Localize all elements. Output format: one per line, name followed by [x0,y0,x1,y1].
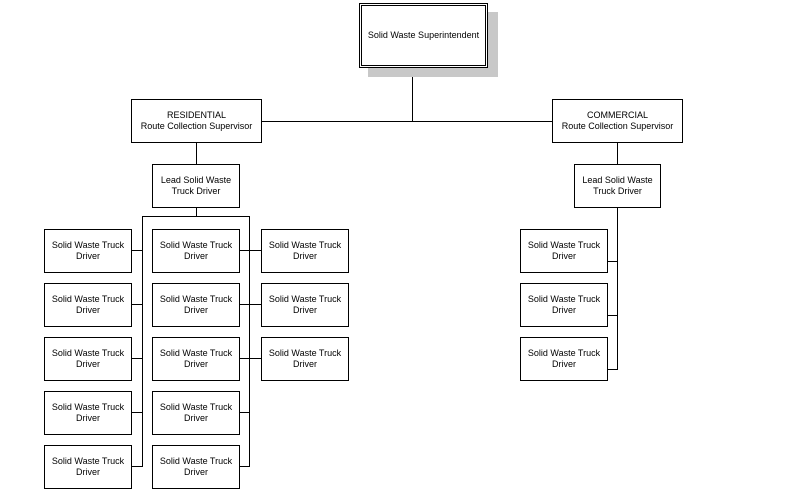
driver-label-line2: Driver [184,467,208,477]
connector-line [617,207,618,370]
connector-line [131,412,143,413]
connector-line [606,369,618,370]
driver-label-line2: Driver [552,305,576,315]
residential-supervisor-box: RESIDENTIAL Route Collection Supervisor [131,99,262,143]
driver-label-line1: Solid Waste Truck [268,294,342,304]
driver-label-line2: Driver [184,359,208,369]
driver-label-line1: Solid Waste Truck [268,348,342,358]
driver-label-line1: Solid Waste Truck [159,294,233,304]
commercial-supervisor-line2: Route Collection Supervisor [561,121,674,131]
driver-label-line1: Solid Waste Truck [527,294,601,304]
driver-label-line2: Driver [76,413,100,423]
residential-lead-line2: Truck Driver [171,186,221,196]
connector-line [239,304,261,305]
driver-label-line1: Solid Waste Truck [159,348,233,358]
driver-label-line1: Solid Waste Truck [51,240,125,250]
driver-label-line1: Solid Waste Truck [51,456,125,466]
connector-line [131,250,143,251]
connector-line [196,142,197,165]
connector-line [142,216,250,217]
connector-line [131,358,143,359]
connector-line [412,67,413,122]
residential-lead-box: Lead Solid Waste Truck Driver [152,164,240,208]
commercial-supervisor-line1: COMMERCIAL [586,110,648,120]
residential-lead-line1: Lead Solid Waste [160,175,232,185]
driver-label-line1: Solid Waste Truck [159,402,233,412]
connector-line [131,304,143,305]
driver-label-line2: Driver [76,467,100,477]
connector-line [617,142,618,165]
driver-label-line1: Solid Waste Truck [527,348,601,358]
connector-line [142,216,143,467]
commercial-lead-box: Lead Solid Waste Truck Driver [574,164,661,208]
driver-label-line1: Solid Waste Truck [159,240,233,250]
driver-label-line2: Driver [552,359,576,369]
connector-line [606,315,618,316]
commercial-lead-line2: Truck Driver [593,186,642,196]
driver-label-line2: Driver [76,251,100,261]
connector-line [261,121,553,122]
driver-label-line2: Driver [293,359,317,369]
driver-label-line2: Driver [293,305,317,315]
driver-label-line1: Solid Waste Truck [51,348,125,358]
residential-supervisor-line1: RESIDENTIAL [166,110,226,120]
driver-label-line2: Driver [184,305,208,315]
superintendent-title: Solid Waste Superintendent [367,30,480,40]
connector-line [131,466,143,467]
driver-label-line2: Driver [184,251,208,261]
commercial-supervisor-box: COMMERCIAL Route Collection Supervisor [552,99,683,143]
superintendent-box: Solid Waste Superintendent [359,3,488,68]
driver-label-line1: Solid Waste Truck [527,240,601,250]
driver-label-line2: Driver [184,413,208,423]
commercial-lead-line1: Lead Solid Waste [582,175,653,185]
driver-label-line2: Driver [76,305,100,315]
driver-label-line2: Driver [552,251,576,261]
driver-label-line1: Solid Waste Truck [159,456,233,466]
driver-label-line1: Solid Waste Truck [268,240,342,250]
driver-label-line2: Driver [293,251,317,261]
driver-label-line2: Driver [76,359,100,369]
connector-line [606,261,618,262]
connector-line [196,207,197,217]
connector-line [239,466,250,467]
residential-supervisor-line2: Route Collection Supervisor [140,121,253,131]
connector-line [239,358,261,359]
driver-label-line1: Solid Waste Truck [51,402,125,412]
connector-line [239,250,261,251]
driver-label-line1: Solid Waste Truck [51,294,125,304]
connector-line [249,216,250,467]
connector-line [239,412,250,413]
